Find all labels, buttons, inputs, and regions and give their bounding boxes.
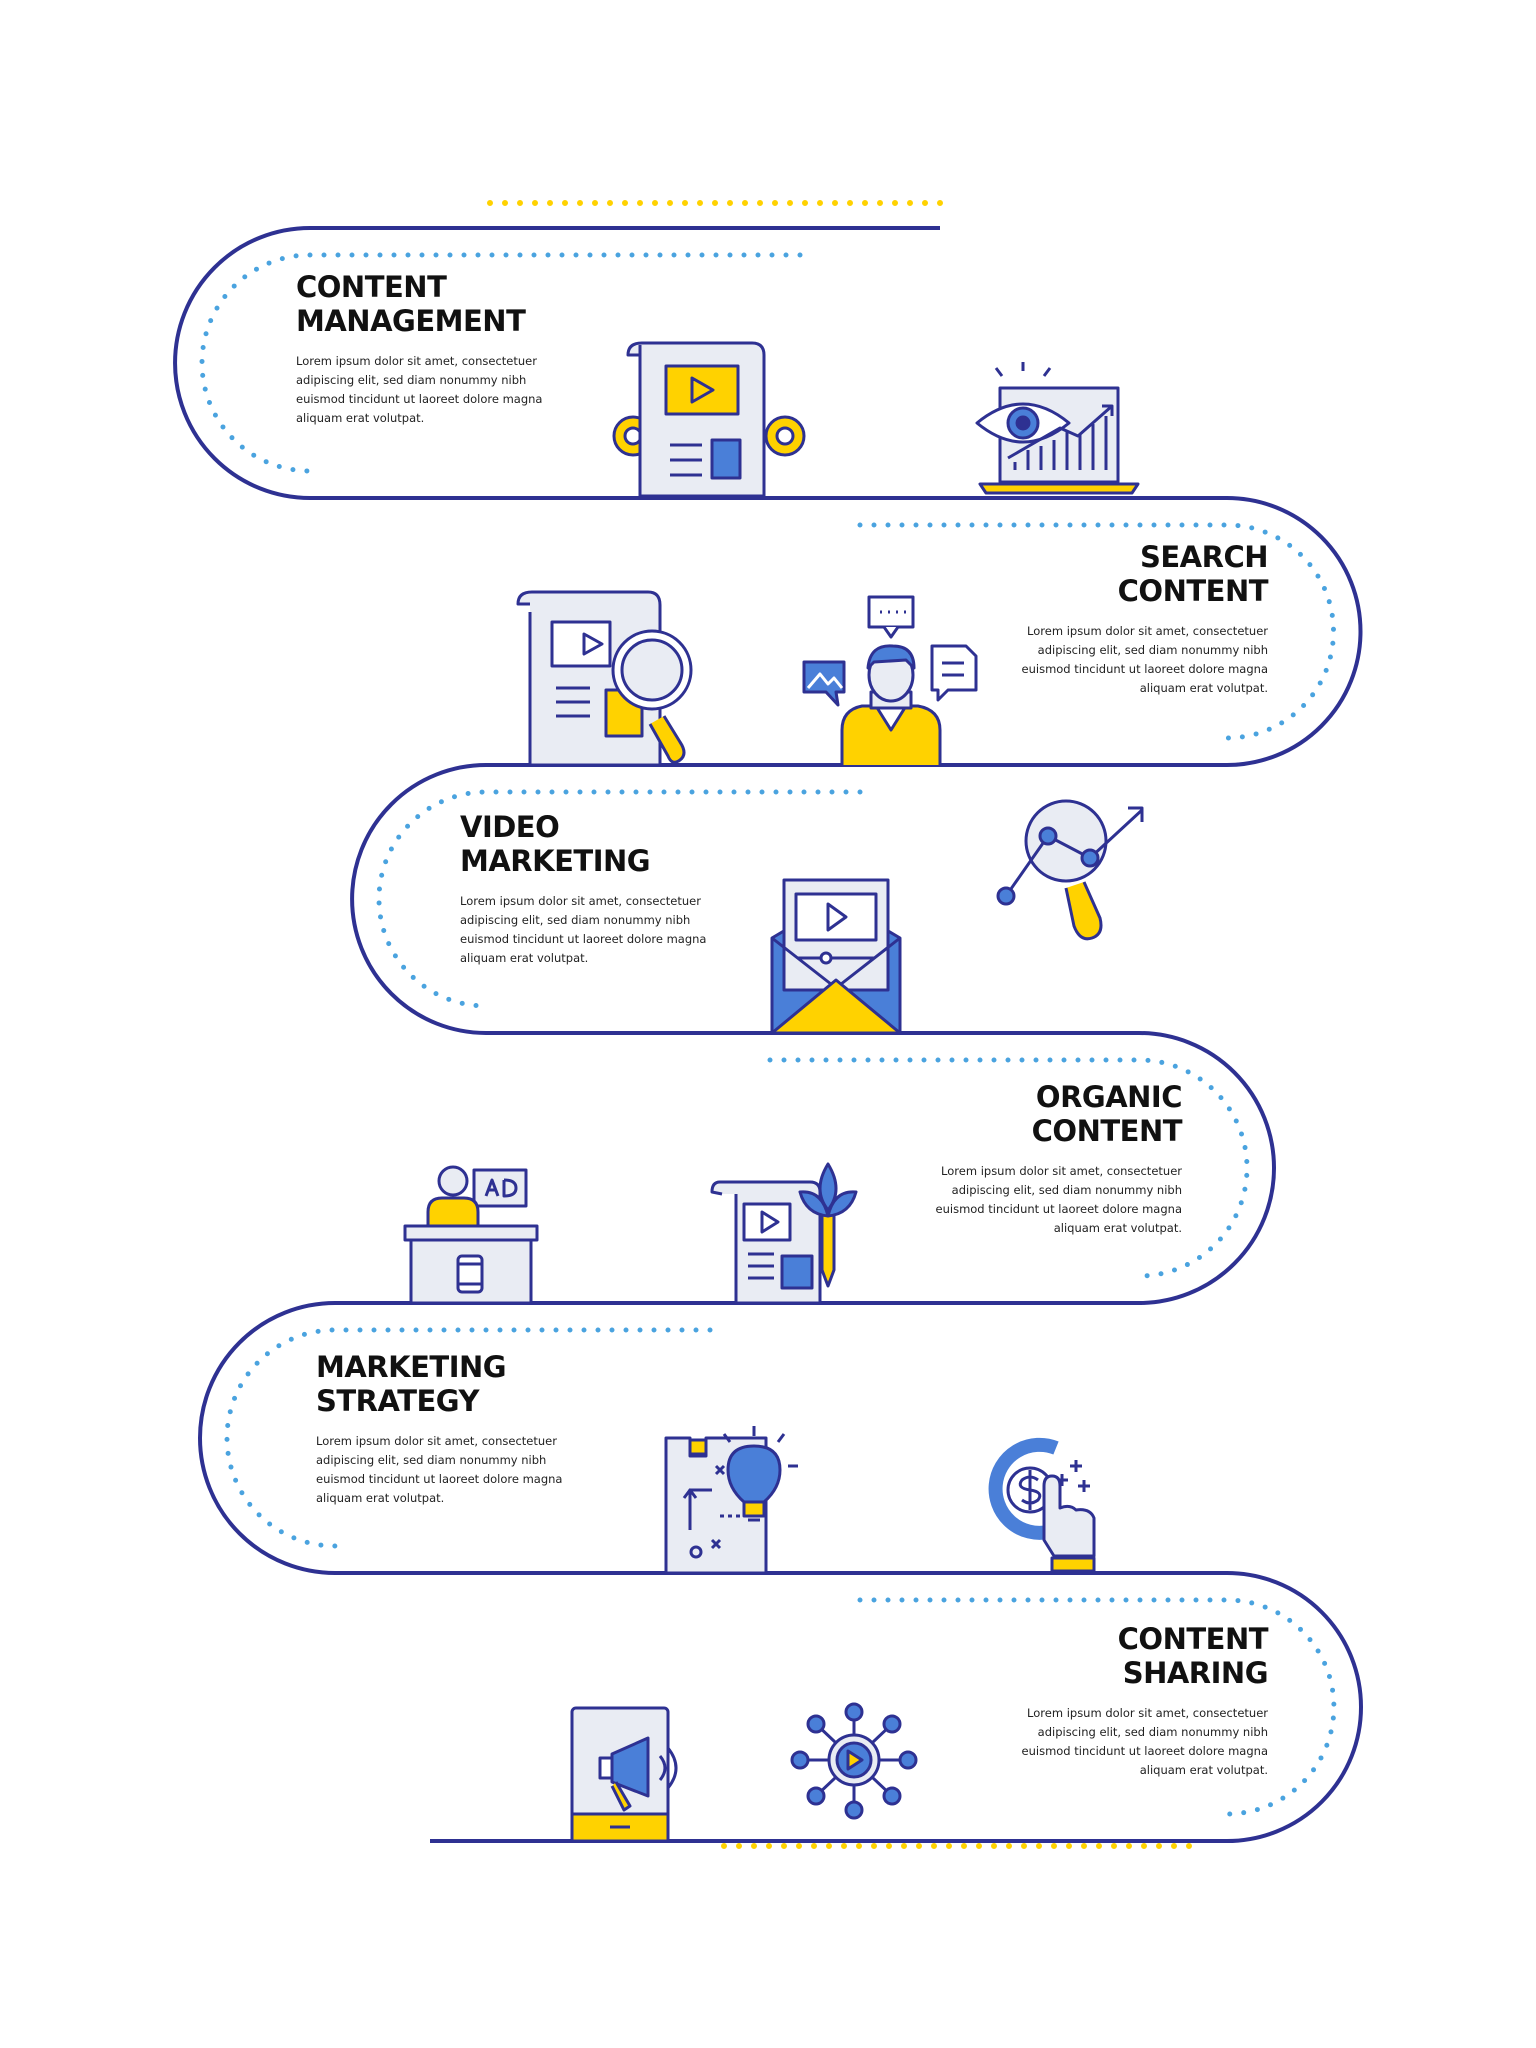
step-title-line: VIDEO [460, 810, 560, 844]
description-line: euismod tincidunt ut laoreet dolore magn… [935, 1202, 1182, 1216]
step-description: Lorem ipsum dolor sit amet, consectetuer… [892, 1162, 1182, 1238]
step-description: Lorem ipsum dolor sit amet, consectetuer… [296, 352, 586, 428]
step-title: MARKETING STRATEGY [316, 1350, 606, 1418]
step-title-line: CONTENT [296, 270, 447, 304]
step-title: SEARCH CONTENT [978, 540, 1269, 608]
description-line: Lorem ipsum dolor sit amet, consectetuer [1027, 624, 1268, 638]
description-line: euismod tincidunt ut laoreet dolore magn… [1021, 662, 1268, 676]
person-chat-bubbles-icon [802, 595, 978, 765]
description-line: adipiscing elit, sed diam nonummy nibh [1037, 643, 1268, 657]
dotted-guide-1 [199, 252, 803, 474]
envelope-video-icon [770, 878, 902, 1035]
hand-coin-click-icon [988, 1437, 1096, 1573]
step-title-line: ORGANIC [1035, 1080, 1183, 1114]
step-description: Lorem ipsum dolor sit amet, consectetuer… [460, 892, 750, 968]
description-line: Lorem ipsum dolor sit amet, consectetuer [460, 894, 701, 908]
document-video-gear-icon [612, 341, 806, 498]
dotted-guide-2 [857, 522, 1336, 741]
step-description: Lorem ipsum dolor sit amet, consectetuer… [316, 1432, 606, 1508]
description-line: adipiscing elit, sed diam nonummy nibh [460, 913, 691, 927]
video-network-icon [790, 1702, 918, 1820]
description-line: aliquam erat volutpat. [460, 951, 589, 965]
dotted-guide-4 [767, 1057, 1250, 1279]
description-line: adipiscing elit, sed diam nonummy nibh [1037, 1725, 1268, 1739]
description-line: euismod tincidunt ut laoreet dolore magn… [296, 392, 543, 406]
step-marketing-strategy: MARKETING STRATEGY Lorem ipsum dolor sit… [316, 1350, 606, 1508]
step-title-line: SHARING [1122, 1656, 1269, 1690]
laptop-eye-chart-icon [975, 362, 1140, 495]
step-title: VIDEO MARKETING [460, 810, 750, 878]
description-line: Lorem ipsum dolor sit amet, consectetuer [941, 1164, 1182, 1178]
step-search-content: SEARCH CONTENT Lorem ipsum dolor sit ame… [978, 540, 1269, 698]
step-title-line: MARKETING [460, 844, 651, 878]
description-line: aliquam erat volutpat. [1139, 681, 1268, 695]
step-title-line: MANAGEMENT [296, 304, 526, 338]
description-line: euismod tincidunt ut laoreet dolore magn… [460, 932, 707, 946]
description-line: adipiscing elit, sed diam nonummy nibh [296, 373, 527, 387]
step-title-line: STRATEGY [316, 1384, 479, 1418]
description-line: Lorem ipsum dolor sit amet, consectetuer [1027, 1706, 1268, 1720]
step-description: Lorem ipsum dolor sit amet, consectetuer… [978, 622, 1268, 698]
description-line: euismod tincidunt ut laoreet dolore magn… [316, 1472, 563, 1486]
description-line: Lorem ipsum dolor sit amet, consectetuer [296, 354, 537, 368]
description-line: euismod tincidunt ut laoreet dolore magn… [1021, 1744, 1268, 1758]
step-title: CONTENT SHARING [978, 1622, 1269, 1690]
step-title-line: CONTENT [1117, 1622, 1269, 1656]
step-content-sharing: CONTENT SHARING Lorem ipsum dolor sit am… [978, 1622, 1269, 1780]
description-line: aliquam erat volutpat. [316, 1491, 445, 1505]
description-line: aliquam erat volutpat. [1053, 1221, 1182, 1235]
description-line: Lorem ipsum dolor sit amet, consectetuer [316, 1434, 557, 1448]
dotted-guide-3 [376, 789, 863, 1009]
step-content-management: CONTENT MANAGEMENT Lorem ipsum dolor sit… [296, 270, 586, 428]
step-description: Lorem ipsum dolor sit amet, consectetuer… [978, 1704, 1268, 1780]
magnifier-growth-chart-icon [996, 799, 1144, 941]
description-line: aliquam erat volutpat. [296, 411, 425, 425]
dotted-guide-5 [224, 1327, 713, 1549]
document-magnifier-icon [516, 590, 693, 767]
step-organic-content: ORGANIC CONTENT Lorem ipsum dolor sit am… [892, 1080, 1183, 1238]
step-title: ORGANIC CONTENT [892, 1080, 1183, 1148]
dotted-guide-6 [857, 1597, 1337, 1817]
step-video-marketing: VIDEO MARKETING Lorem ipsum dolor sit am… [460, 810, 750, 968]
strategy-board-lightbulb-icon [664, 1426, 798, 1575]
step-title-line: CONTENT [1117, 574, 1269, 608]
phone-megaphone-icon [570, 1706, 678, 1843]
step-title: CONTENT MANAGEMENT [296, 270, 586, 338]
description-line: adipiscing elit, sed diam nonummy nibh [316, 1453, 547, 1467]
step-title-line: MARKETING [316, 1350, 507, 1384]
person-ad-desk-icon [403, 1165, 539, 1305]
document-plant-pencil-icon [710, 1162, 858, 1305]
description-line: adipiscing elit, sed diam nonummy nibh [951, 1183, 1182, 1197]
step-title-line: CONTENT [1031, 1114, 1183, 1148]
step-title-line: SEARCH [1139, 540, 1269, 574]
description-line: aliquam erat volutpat. [1139, 1763, 1268, 1777]
